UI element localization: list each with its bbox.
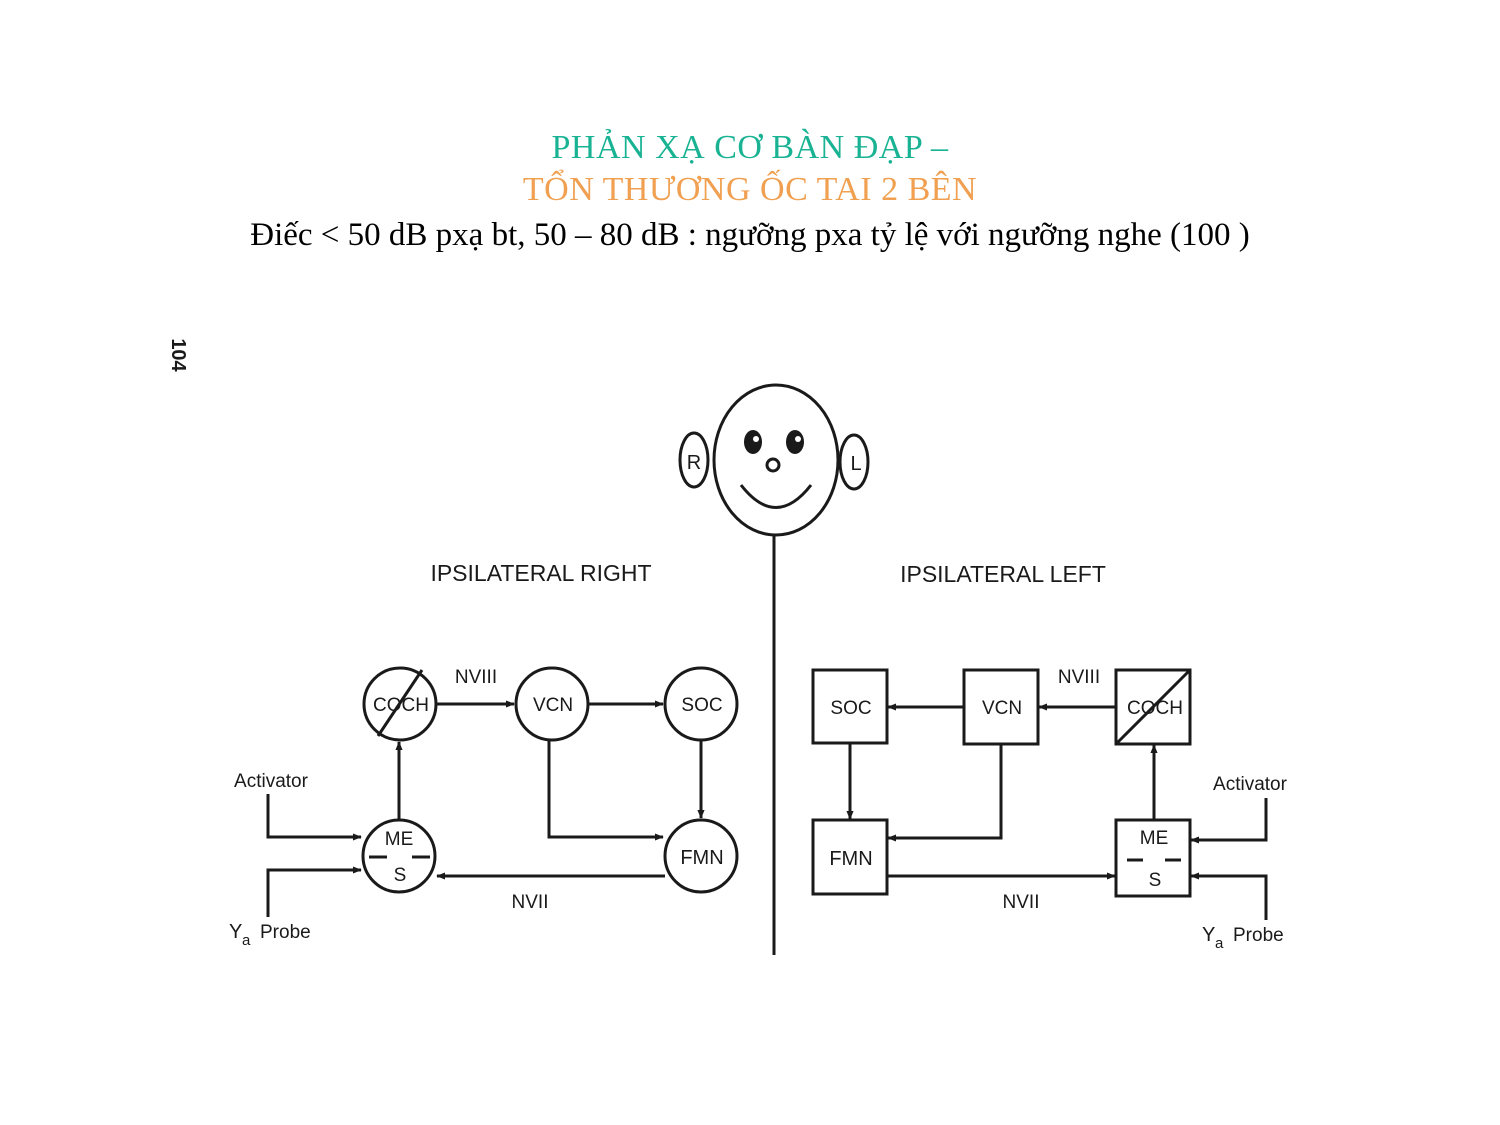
right-nviii-label: NVIII xyxy=(455,667,497,688)
right-connections xyxy=(266,700,705,917)
title-block: PHẢN XẠ CƠ BÀN ĐẠP – TỔN THƯƠNG ỐC TAI 2… xyxy=(0,128,1500,258)
heading-ipsilateral-left: IPSILATERAL LEFT xyxy=(900,561,1106,587)
left-me-label: ME xyxy=(1140,828,1169,849)
right-activator-label: Activator xyxy=(234,771,309,792)
svg-text:a: a xyxy=(1215,935,1224,952)
right-s-label: S xyxy=(394,865,407,886)
left-s-label: S xyxy=(1149,870,1162,891)
right-fmn-node: FMN xyxy=(663,818,739,894)
right-probe-label: Y a Probe xyxy=(229,921,311,949)
left-activator-label: Activator xyxy=(1213,774,1288,795)
right-fmn-label: FMN xyxy=(680,847,723,869)
svg-text:Probe: Probe xyxy=(260,922,311,943)
right-soc-label: SOC xyxy=(681,695,722,716)
left-nviii-label: NVIII xyxy=(1058,667,1100,688)
page-number: 104 xyxy=(167,338,189,372)
ear-right-label: R xyxy=(687,452,701,474)
heading-ipsilateral-right: IPSILATERAL RIGHT xyxy=(430,560,651,586)
left-vcn-node: VCN xyxy=(962,668,1040,746)
right-coch-node: COCH xyxy=(362,666,438,742)
left-me-s-node: ME S xyxy=(1114,818,1192,898)
right-me-label: ME xyxy=(385,829,414,850)
left-fmn-label: FMN xyxy=(829,848,872,870)
svg-text:Y: Y xyxy=(229,921,242,943)
left-vcn-label: VCN xyxy=(982,698,1022,719)
right-me-s-node: ME S xyxy=(361,818,437,894)
left-soc-node: SOC xyxy=(811,668,889,745)
left-connections xyxy=(846,703,1268,920)
left-coch-label: COCH xyxy=(1127,698,1183,719)
title-line-2: TỔN THƯƠNG ỐC TAI 2 BÊN xyxy=(522,171,978,208)
svg-text:Y: Y xyxy=(1202,924,1215,946)
left-nvii-label: NVII xyxy=(1003,892,1040,913)
left-soc-label: SOC xyxy=(830,698,871,719)
right-vcn-label: VCN xyxy=(533,695,573,716)
left-fmn-node: FMN xyxy=(811,818,889,896)
left-probe-label: Y a Probe xyxy=(1202,924,1284,952)
eyes xyxy=(744,430,804,454)
left-coch-node: COCH xyxy=(1114,668,1192,746)
title-line-1: PHẢN XẠ CƠ BÀN ĐẠP – xyxy=(551,129,949,166)
face-icon xyxy=(678,383,870,537)
svg-text:a: a xyxy=(242,932,251,949)
ear-left-label: L xyxy=(850,453,861,475)
right-soc-node: SOC xyxy=(663,666,739,742)
right-coch-label: COCH xyxy=(373,695,429,716)
svg-text:Probe: Probe xyxy=(1233,925,1284,946)
subtitle-line: Điếc < 50 dB pxạ bt, 50 – 80 dB : ngưỡng… xyxy=(250,217,1250,253)
right-nvii-label: NVII xyxy=(512,892,549,913)
right-vcn-node: VCN xyxy=(514,666,590,742)
